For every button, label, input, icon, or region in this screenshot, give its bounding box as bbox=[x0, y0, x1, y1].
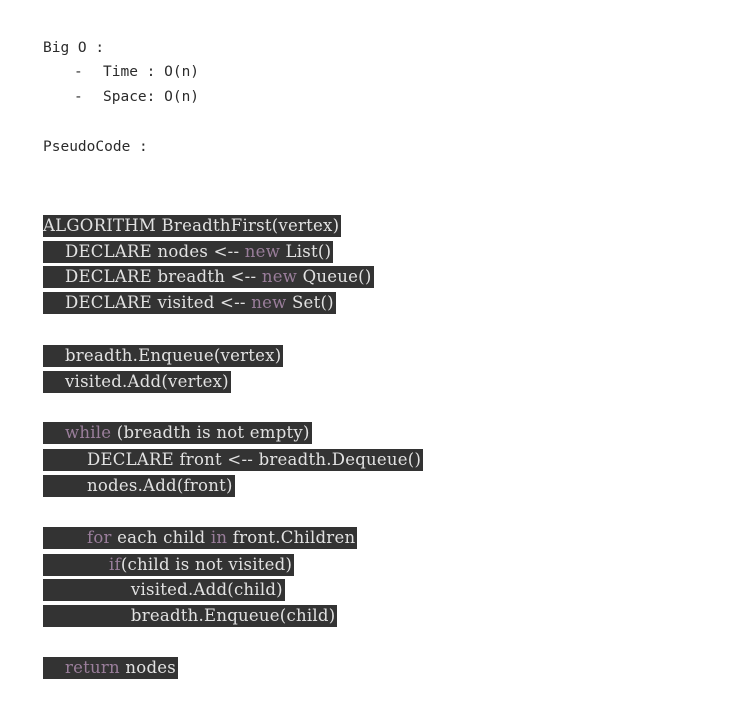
big-o-item-bullet: - bbox=[74, 89, 83, 105]
code-text bbox=[43, 658, 65, 677]
big-o-time: Time : O(n) bbox=[103, 64, 200, 80]
code-text: breadth.Enqueue(child) bbox=[43, 606, 336, 625]
code-keyword: in bbox=[210, 528, 228, 547]
code-line: visited.Add(vertex) bbox=[43, 371, 231, 393]
code-text: front.Children bbox=[227, 528, 356, 547]
big-o-item-bullet: - bbox=[74, 64, 83, 80]
pseudocode-heading: PseudoCode : bbox=[43, 139, 148, 155]
code-line: DECLARE visited <-- new Set() bbox=[43, 292, 336, 314]
code-text bbox=[43, 555, 109, 574]
code-line: nodes.Add(front) bbox=[43, 475, 235, 497]
code-text: Queue() bbox=[297, 267, 372, 286]
code-line: for each child in front.Children bbox=[43, 527, 358, 549]
code-text: ALGORITHM BreadthFirst(vertex) bbox=[43, 216, 340, 235]
code-text: visited.Add(vertex) bbox=[43, 372, 229, 391]
code-text: nodes.Add(front) bbox=[43, 476, 233, 495]
code-text: Set() bbox=[286, 293, 334, 312]
code-keyword: if bbox=[108, 555, 121, 574]
code-line: visited.Add(child) bbox=[43, 579, 285, 601]
code-text: visited.Add(child) bbox=[43, 580, 283, 599]
code-text bbox=[43, 423, 65, 442]
code-line: breadth.Enqueue(vertex) bbox=[43, 345, 284, 367]
code-text: breadth.Enqueue(vertex) bbox=[43, 346, 282, 365]
code-text: (child is not visited) bbox=[120, 555, 293, 574]
code-line: breadth.Enqueue(child) bbox=[43, 605, 338, 627]
code-text: DECLARE nodes <-- bbox=[43, 242, 245, 261]
big-o-space: Space: O(n) bbox=[103, 89, 200, 105]
code-keyword: new bbox=[244, 242, 281, 261]
big-o-heading: Big O : bbox=[43, 40, 105, 56]
code-line: DECLARE breadth <-- new Queue() bbox=[43, 266, 374, 288]
code-text: each child bbox=[111, 528, 211, 547]
code-line: DECLARE nodes <-- new List() bbox=[43, 241, 334, 263]
code-text: nodes bbox=[119, 658, 177, 677]
code-line: return nodes bbox=[43, 657, 179, 679]
code-keyword: new bbox=[261, 267, 298, 286]
code-text: DECLARE front <-- breadth.Dequeue() bbox=[43, 450, 422, 469]
code-line: if(child is not visited) bbox=[43, 554, 295, 576]
code-keyword: for bbox=[86, 528, 112, 547]
code-text: DECLARE breadth <-- bbox=[43, 267, 262, 286]
code-text bbox=[43, 528, 87, 547]
code-text: List() bbox=[280, 242, 332, 261]
code-text: DECLARE visited <-- bbox=[43, 293, 252, 312]
code-keyword: return bbox=[64, 658, 120, 677]
code-text: (breadth is not empty) bbox=[111, 423, 310, 442]
code-keyword: while bbox=[64, 423, 112, 442]
code-line: DECLARE front <-- breadth.Dequeue() bbox=[43, 449, 424, 471]
code-keyword: new bbox=[251, 293, 287, 312]
code-line: while (breadth is not empty) bbox=[43, 422, 312, 444]
code-line: ALGORITHM BreadthFirst(vertex) bbox=[43, 215, 342, 237]
